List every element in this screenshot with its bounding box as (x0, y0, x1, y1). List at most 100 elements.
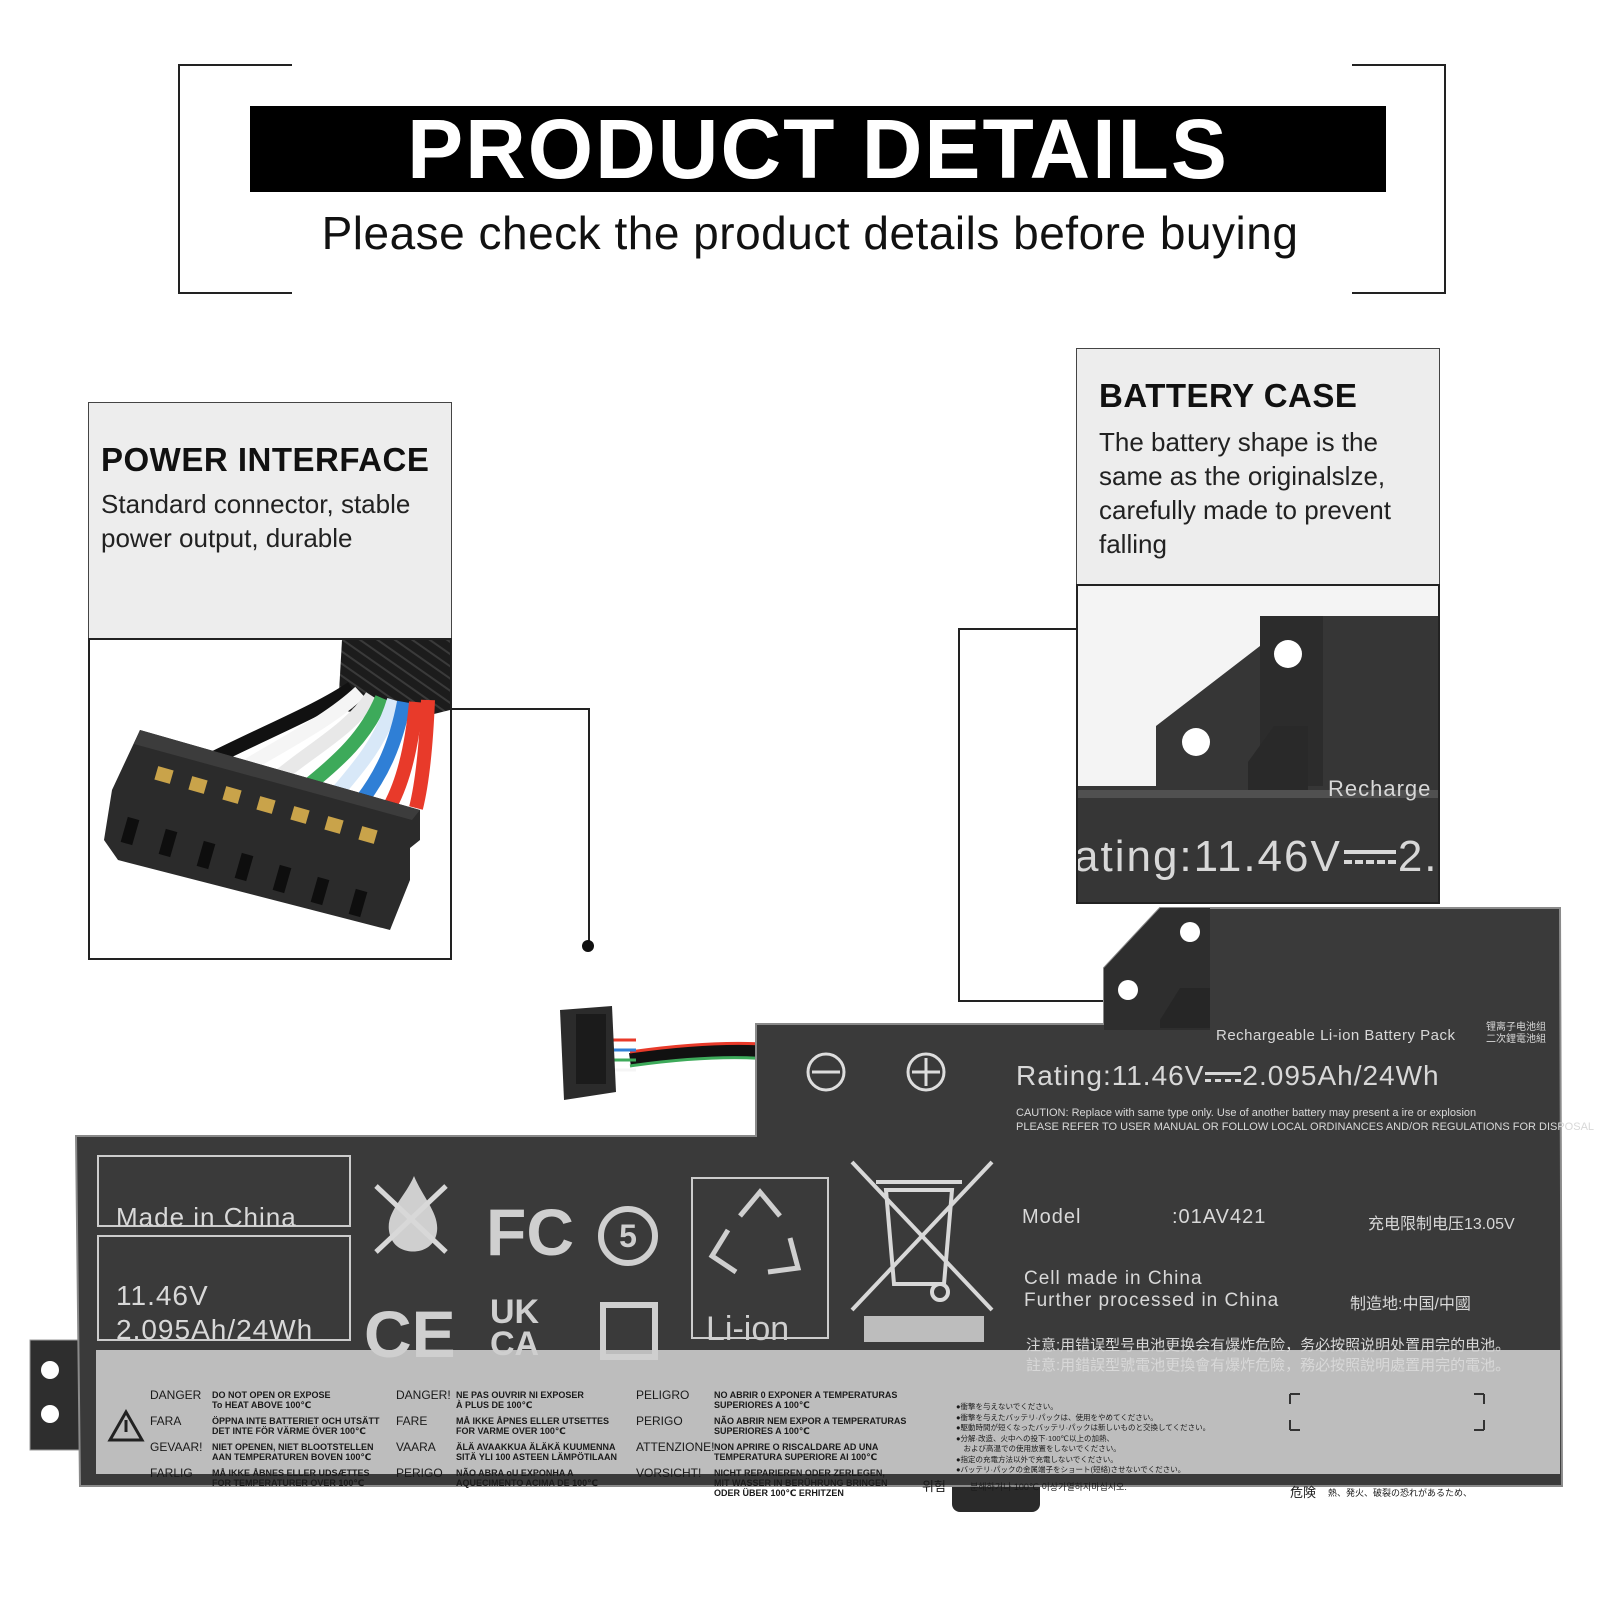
warning-cn-2: 註意:用錯誤型號電池更換會有爆炸危險，務必按照說明處置用完的電池。 (1026, 1357, 1511, 1374)
voltage-label: 11.46V (116, 1280, 209, 1311)
case-callout-line-h2 (958, 1000, 1136, 1002)
warning-ko-text: 분해하거나 100℃ 이상가열하지마십시오. (970, 1482, 1127, 1492)
rating-text: Rating:11.46V (1016, 1060, 1205, 1091)
caution-line-2: PLEASE REFER TO USER MANUAL OR FOLLOW LO… (1016, 1121, 1595, 1133)
warning-text: NICHT REPARIEREN ODER ZERLEGEN,MIT WASSE… (714, 1468, 888, 1498)
warning-text-line: NE PAS OUVRIR NI EXPOSER (456, 1390, 584, 1400)
fcc-mark: FC (486, 1195, 574, 1269)
power-interface-callout: POWER INTERFACE Standard connector, stab… (88, 402, 452, 640)
connector-image (104, 640, 450, 930)
warning-jp-line: ●バッテリ·パックの金属端子をショート(短絡)させないでください。 (956, 1465, 1186, 1474)
warning-jp-danger-text: 熱、発火、破裂の恐れがあるため、 (1328, 1488, 1473, 1498)
charge-limit: 充电限制电压13.05V (1368, 1216, 1515, 1233)
warning-text-line: À PLUS DE 100℃ (456, 1400, 533, 1410)
page-subtitle: Please check the product details before … (321, 207, 1299, 259)
warning-text-line: NÃO ABRIR NEM EXPOR A TEMPERATURAS (714, 1416, 907, 1426)
pack-label-cn1: 锂离子电池组 (1486, 1022, 1546, 1033)
recycle-5-mark: 5 (598, 1206, 658, 1266)
dc-symbol-small-icon (1204, 1069, 1242, 1087)
page-title: PRODUCT DETAILS (250, 106, 1386, 192)
weee-icon (850, 1160, 994, 1312)
made-in-label: Made in China (116, 1202, 297, 1232)
warning-keyword: DANGER (150, 1388, 202, 1402)
warning-keyword: PERIGO (396, 1466, 443, 1480)
warning-keyword: VAARA (396, 1440, 436, 1454)
warning-text-line: FOR VARME OVER 100℃ (456, 1426, 566, 1436)
header-bracket-left (178, 64, 292, 294)
battery-body (29, 907, 1564, 1512)
header-bracket-right (1352, 64, 1446, 294)
caution-text: CAUTION: Replace with same type only. Us… (1016, 1106, 1594, 1134)
zoom-rating-text: ating:11.46V (1076, 832, 1342, 881)
warning-cn-1: 注意:用错误型号电池更换会有爆炸危险，务必按照说明处置用完的电池。 (1026, 1337, 1511, 1354)
warning-text-line: AQUECIMENTO ACIMA DE 100℃ (456, 1478, 599, 1488)
case-callout-line-v (958, 628, 960, 1002)
zoom-rating-tail: 2. (1397, 832, 1439, 881)
warning-jp-line: および高温での使用放置をしないでください。 (956, 1444, 1121, 1453)
warning-keyword: DANGER! (396, 1388, 451, 1402)
battery-case-callout: BATTERY CASE The battery shape is the sa… (1076, 348, 1440, 586)
power-callout-line-v (588, 708, 590, 944)
zoom-rating-row: ating:11.46V 2. (1076, 832, 1439, 882)
warning-keyword: FARE (396, 1414, 428, 1428)
warning-text-line: ÄLÄ AVAAKKUA ÄLÄKÄ KUUMENNA (456, 1442, 616, 1452)
connector-photo (88, 638, 452, 960)
warning-row: ATTENZIONE!NON APRIRE O RISCALDARE AD UN… (636, 1440, 916, 1462)
warning-text-line: ÖPPNA INTE BATTERIET OCH UTSÄTT (212, 1416, 380, 1426)
battery-case-desc-3: carefully made to prevent (1099, 495, 1391, 525)
warning-text-line: MÅ IKKE ÅPNES ELLER UTSETTES (456, 1416, 610, 1426)
pack-label: Rechargeable Li-ion Battery Pack (1216, 1027, 1456, 1044)
ukca-mark-uk: UK (490, 1293, 540, 1331)
warning-keyword: FARLIG (150, 1466, 193, 1480)
warning-text-line: SITÄ YLI 100 ASTEEN LÄMPÖTILAAN (456, 1452, 618, 1462)
warning-text-line: FOR TEMPERATURER OVER 100℃ (212, 1478, 365, 1488)
warning-text-line: SUPERIORES A 100℃ (714, 1426, 810, 1436)
further-processed: Further processed in China (1024, 1290, 1280, 1311)
model-label: Model (1022, 1206, 1082, 1228)
warning-text-line: NICHT REPARIEREN ODER ZERLEGEN, (714, 1468, 885, 1478)
warning-jp-line: ●衝撃を与えないでください。 (956, 1402, 1058, 1411)
warning-text-line: TEMPERATURA SUPERIORE AI 100℃ (714, 1452, 878, 1462)
warning-text-line: NIET OPENEN, NIET BLOOTSTELLEN (212, 1442, 374, 1452)
origin-cn: 制造地:中国/中國 (1350, 1296, 1471, 1313)
warning-text-line: NO ABRIR 0 EXPONER A TEMPERATURAS (714, 1390, 898, 1400)
battery-case-image (1078, 616, 1438, 902)
capacity-label: 2.095Ah/24Wh (116, 1314, 314, 1345)
caution-line-1: CAUTION: Replace with same type only. Us… (1016, 1107, 1477, 1119)
warning-keyword: ATTENZIONE! (636, 1440, 715, 1454)
ukca-mark-ca: CA (490, 1325, 540, 1363)
warning-text-line: MIT WASSER IN BERÜHRUNG BRINGEN (714, 1478, 888, 1488)
power-interface-desc-2: power output, durable (101, 523, 353, 553)
warning-text-line: To HEAT ABOVE 100℃ (212, 1400, 312, 1410)
warning-ko-label: 위험 (922, 1479, 946, 1494)
warning-text-line: ODER ÜBER 100℃ ERHITZEN (714, 1488, 844, 1498)
power-interface-title: POWER INTERFACE (101, 441, 430, 478)
no-fire-icon (374, 1176, 448, 1254)
case-callout-line-h1 (958, 628, 1076, 630)
warning-jp-line: ●分解·改造、火中への投下·100℃以上の加熱、 (956, 1433, 1114, 1443)
warning-keyword: FARA (150, 1414, 182, 1428)
pack-label-cn: 锂离子电池组 二次鋰電池組 (1486, 1022, 1546, 1046)
warning-text-line: NÃO ABRA oU EXPONHA A (456, 1468, 574, 1478)
warning-text-line: DET INTE FÖR VÄRME ÖVER 100℃ (212, 1426, 366, 1436)
ukca-mark: UK CA (490, 1293, 540, 1363)
china-recycle-icon (600, 1302, 658, 1360)
warning-jp-line: ●衝撃を与えたバッテリ·パックは、使用をやめてください。 (956, 1412, 1158, 1422)
